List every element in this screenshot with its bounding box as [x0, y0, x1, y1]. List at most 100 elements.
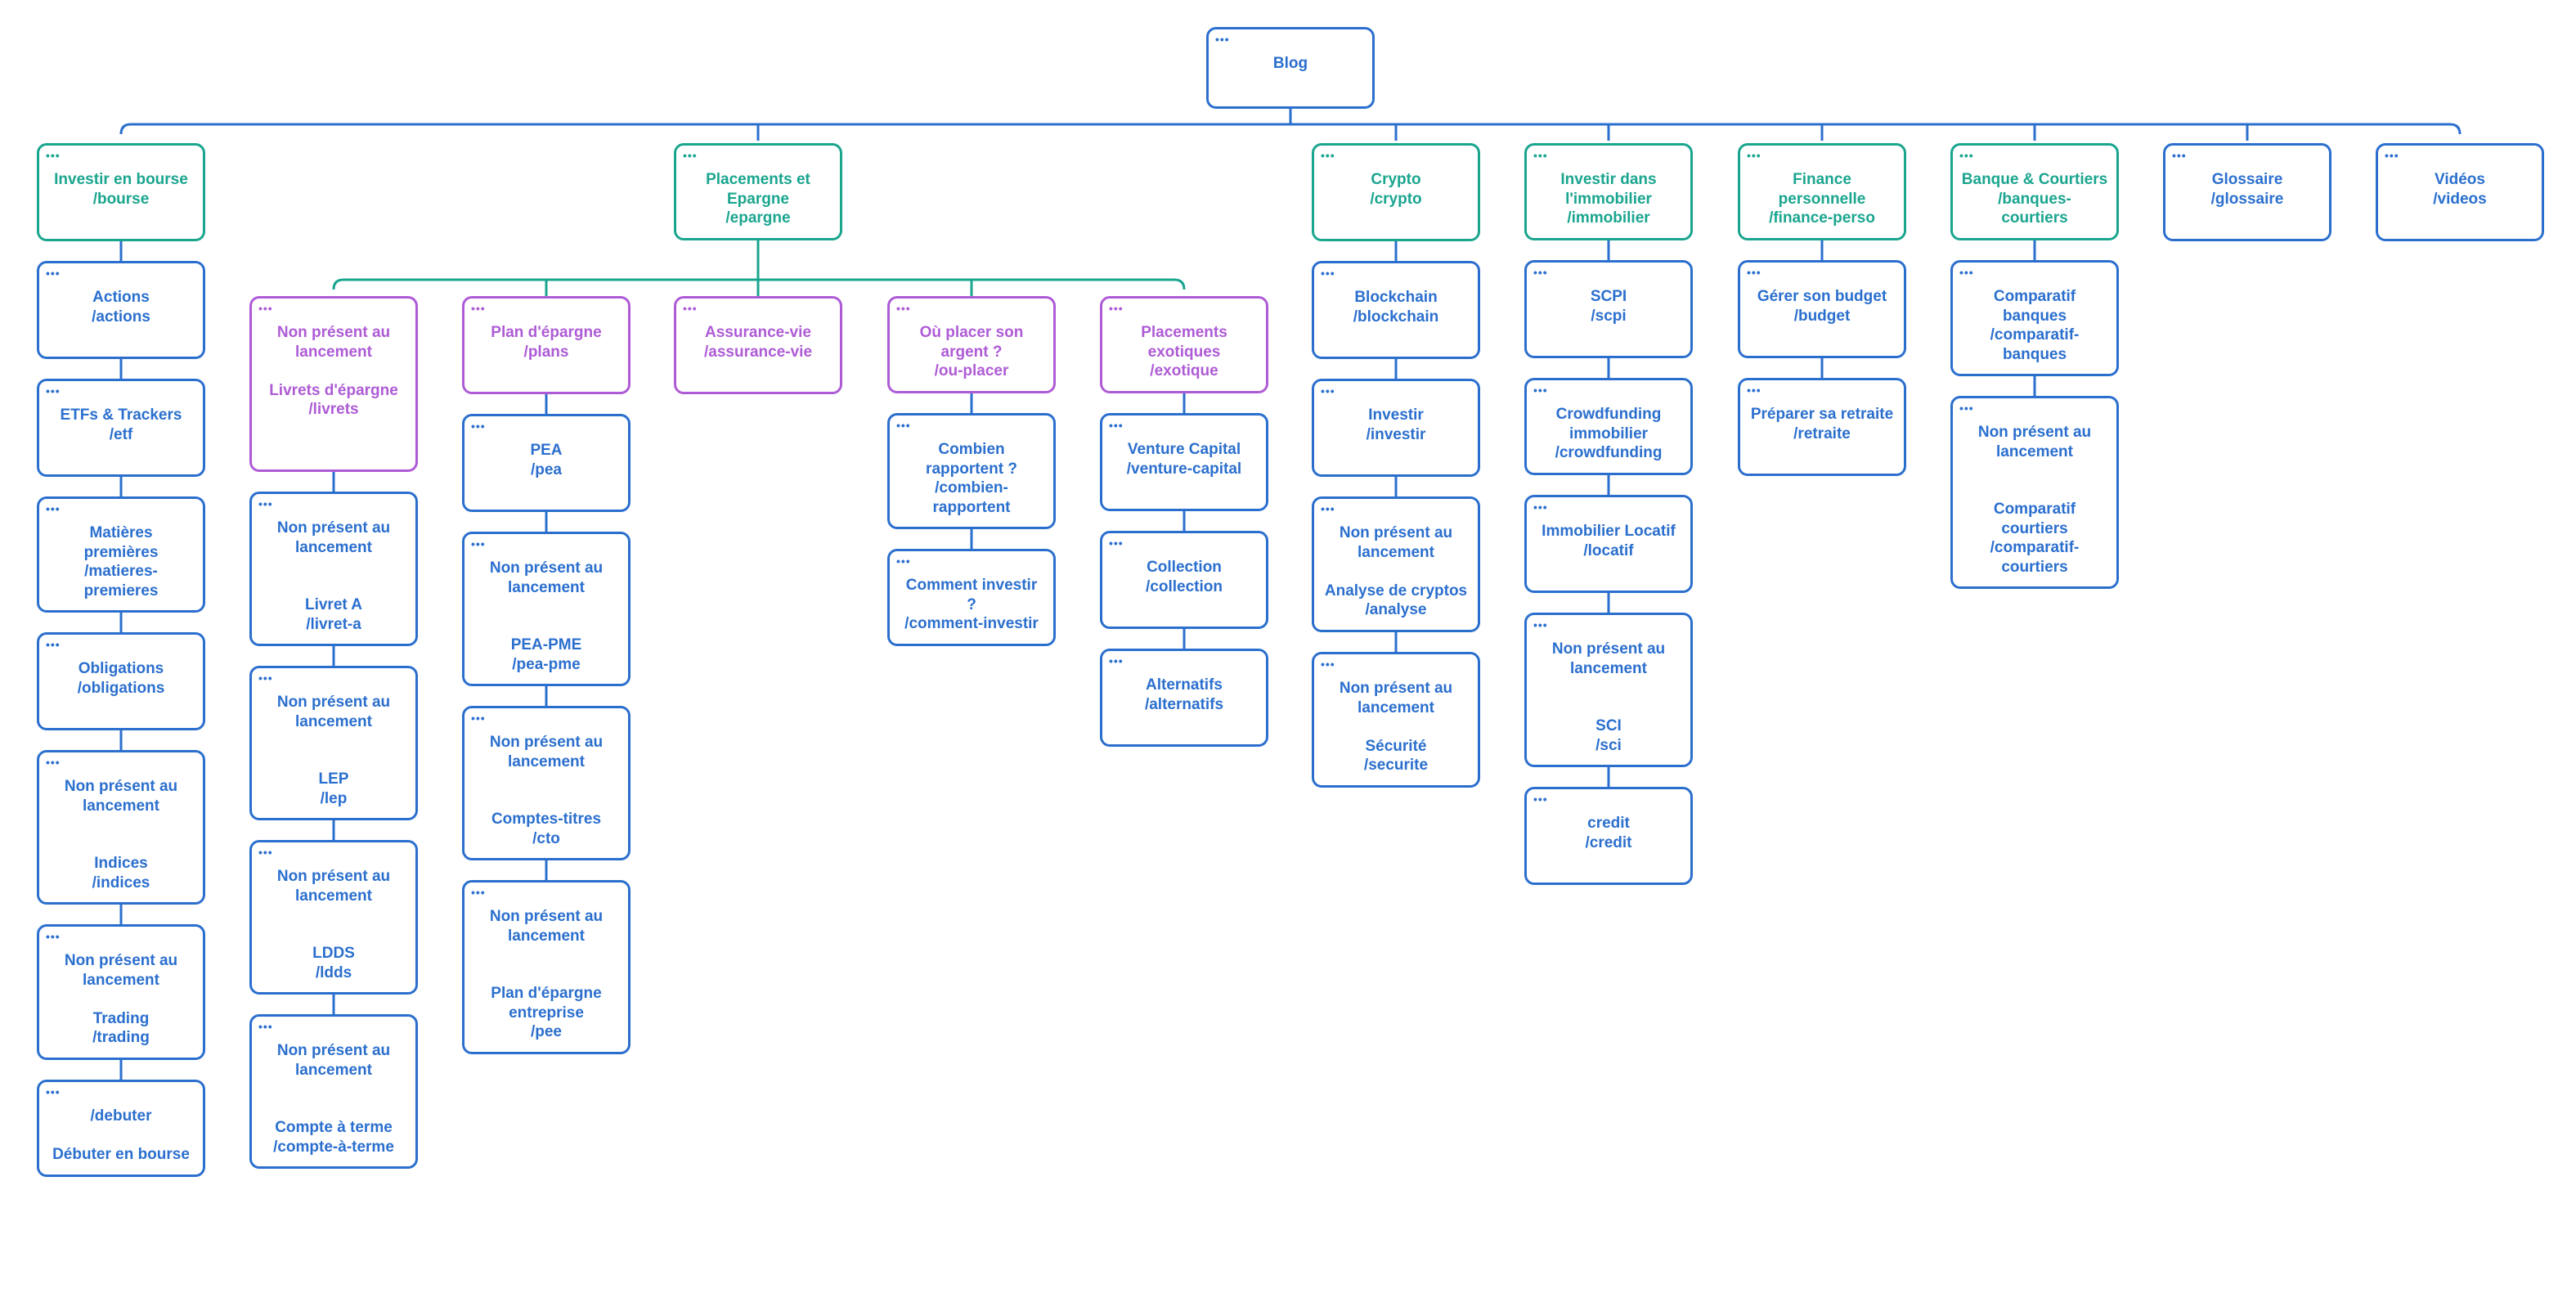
more-dots-icon[interactable]: •••	[1321, 658, 1335, 671]
more-dots-icon[interactable]: •••	[1533, 501, 1548, 514]
page-node[interactable]: •••Immobilier Locatif/locatif	[1524, 495, 1693, 593]
page-node[interactable]: •••Blockchain/blockchain	[1312, 261, 1480, 359]
more-dots-icon[interactable]: •••	[46, 756, 61, 769]
more-dots-icon[interactable]: •••	[896, 555, 911, 568]
more-dots-icon[interactable]: •••	[1747, 384, 1761, 397]
section-node-banques[interactable]: •••Banque & Courtiers/banques-courtiers	[1950, 143, 2119, 240]
more-dots-icon[interactable]: •••	[1215, 33, 1230, 46]
more-dots-icon[interactable]: •••	[471, 886, 486, 899]
more-dots-icon[interactable]: •••	[1109, 537, 1124, 550]
more-dots-icon[interactable]: •••	[683, 302, 698, 315]
more-dots-icon[interactable]: •••	[1321, 267, 1335, 280]
page-node[interactable]: •••ETFs & Trackers/etf	[37, 379, 205, 477]
more-dots-icon[interactable]: •••	[258, 671, 273, 685]
more-dots-icon[interactable]: •••	[1747, 149, 1761, 162]
more-dots-icon[interactable]: •••	[2385, 149, 2399, 162]
more-dots-icon[interactable]: •••	[683, 149, 698, 162]
more-dots-icon[interactable]: •••	[46, 1085, 61, 1098]
section-node-videos[interactable]: •••Vidéos/videos	[2376, 143, 2544, 241]
more-dots-icon[interactable]: •••	[471, 537, 486, 550]
more-dots-icon[interactable]: •••	[471, 712, 486, 725]
page-node[interactable]: •••credit/credit	[1524, 787, 1693, 885]
more-dots-icon[interactable]: •••	[896, 419, 911, 432]
more-dots-icon[interactable]: •••	[1109, 419, 1124, 432]
more-dots-icon[interactable]: •••	[1747, 266, 1761, 279]
page-node[interactable]: •••Préparer sa retraite/retraite	[1738, 378, 1906, 476]
more-dots-icon[interactable]: •••	[1533, 149, 1548, 162]
node-spacer	[473, 771, 620, 791]
more-dots-icon[interactable]: •••	[258, 302, 273, 315]
page-node[interactable]: •••Venture Capital/venture-capital	[1100, 413, 1268, 511]
more-dots-icon[interactable]: •••	[46, 267, 61, 280]
more-dots-icon[interactable]: •••	[1533, 266, 1548, 279]
more-dots-icon[interactable]: •••	[258, 1020, 273, 1033]
more-dots-icon[interactable]: •••	[1959, 402, 1974, 415]
section-node-crypto[interactable]: •••Crypto/crypto	[1312, 143, 1480, 241]
more-dots-icon[interactable]: •••	[1321, 384, 1335, 397]
page-node[interactable]: •••Obligations/obligations	[37, 632, 205, 730]
page-node[interactable]: •••SCPI/scpi	[1524, 260, 1693, 358]
more-dots-icon[interactable]: •••	[471, 420, 486, 433]
page-node[interactable]: •••Investir/investir	[1312, 379, 1480, 477]
node-spacer	[1535, 678, 1682, 698]
page-node[interactable]: •••Gérer son budget/budget	[1738, 260, 1906, 358]
node-label-line: Assurance-vie	[705, 324, 811, 341]
root-node-blog[interactable]: •••Blog	[1206, 27, 1375, 109]
page-node[interactable]: •••Alternatifs/alternatifs	[1100, 649, 1268, 747]
page-node[interactable]: •••Actions/actions	[37, 261, 205, 359]
node-label-line: Comparatif	[1993, 288, 2076, 305]
more-dots-icon[interactable]: •••	[46, 502, 61, 515]
more-dots-icon[interactable]: •••	[1321, 502, 1335, 515]
section-node-bourse[interactable]: •••Investir en bourse/bourse	[37, 143, 205, 241]
page-node[interactable]: •••Collection/collection	[1100, 531, 1268, 629]
more-dots-icon[interactable]: •••	[1321, 149, 1335, 162]
section-node-glossaire[interactable]: •••Glossaire/glossaire	[2163, 143, 2331, 241]
more-dots-icon[interactable]: •••	[46, 384, 61, 397]
node-label-line: Sécurité	[1365, 737, 1427, 755]
group-node-plans[interactable]: •••Plan d'épargne/plans	[462, 296, 631, 394]
group-node-assurance[interactable]: •••Assurance-vie/assurance-vie	[674, 296, 842, 394]
more-dots-icon[interactable]: •••	[471, 302, 486, 315]
page-node[interactable]: •••Comment investir?/comment-investir	[887, 549, 1056, 646]
more-dots-icon[interactable]: •••	[1959, 149, 1974, 162]
more-dots-icon[interactable]: •••	[1533, 793, 1548, 806]
more-dots-icon[interactable]: •••	[896, 302, 911, 315]
more-dots-icon[interactable]: •••	[1533, 618, 1548, 631]
more-dots-icon[interactable]: •••	[1959, 266, 1974, 279]
page-node[interactable]: •••PEA/pea	[462, 414, 631, 512]
more-dots-icon[interactable]: •••	[46, 149, 61, 162]
more-dots-icon[interactable]: •••	[46, 930, 61, 943]
more-dots-icon[interactable]: •••	[1109, 654, 1124, 667]
more-dots-icon[interactable]: •••	[258, 846, 273, 859]
more-dots-icon[interactable]: •••	[258, 497, 273, 510]
more-dots-icon[interactable]: •••	[46, 638, 61, 651]
more-dots-icon[interactable]: •••	[2172, 149, 2187, 162]
more-dots-icon[interactable]: •••	[1109, 302, 1124, 315]
more-dots-icon[interactable]: •••	[1533, 384, 1548, 397]
node-label-line: /etf	[109, 425, 133, 443]
